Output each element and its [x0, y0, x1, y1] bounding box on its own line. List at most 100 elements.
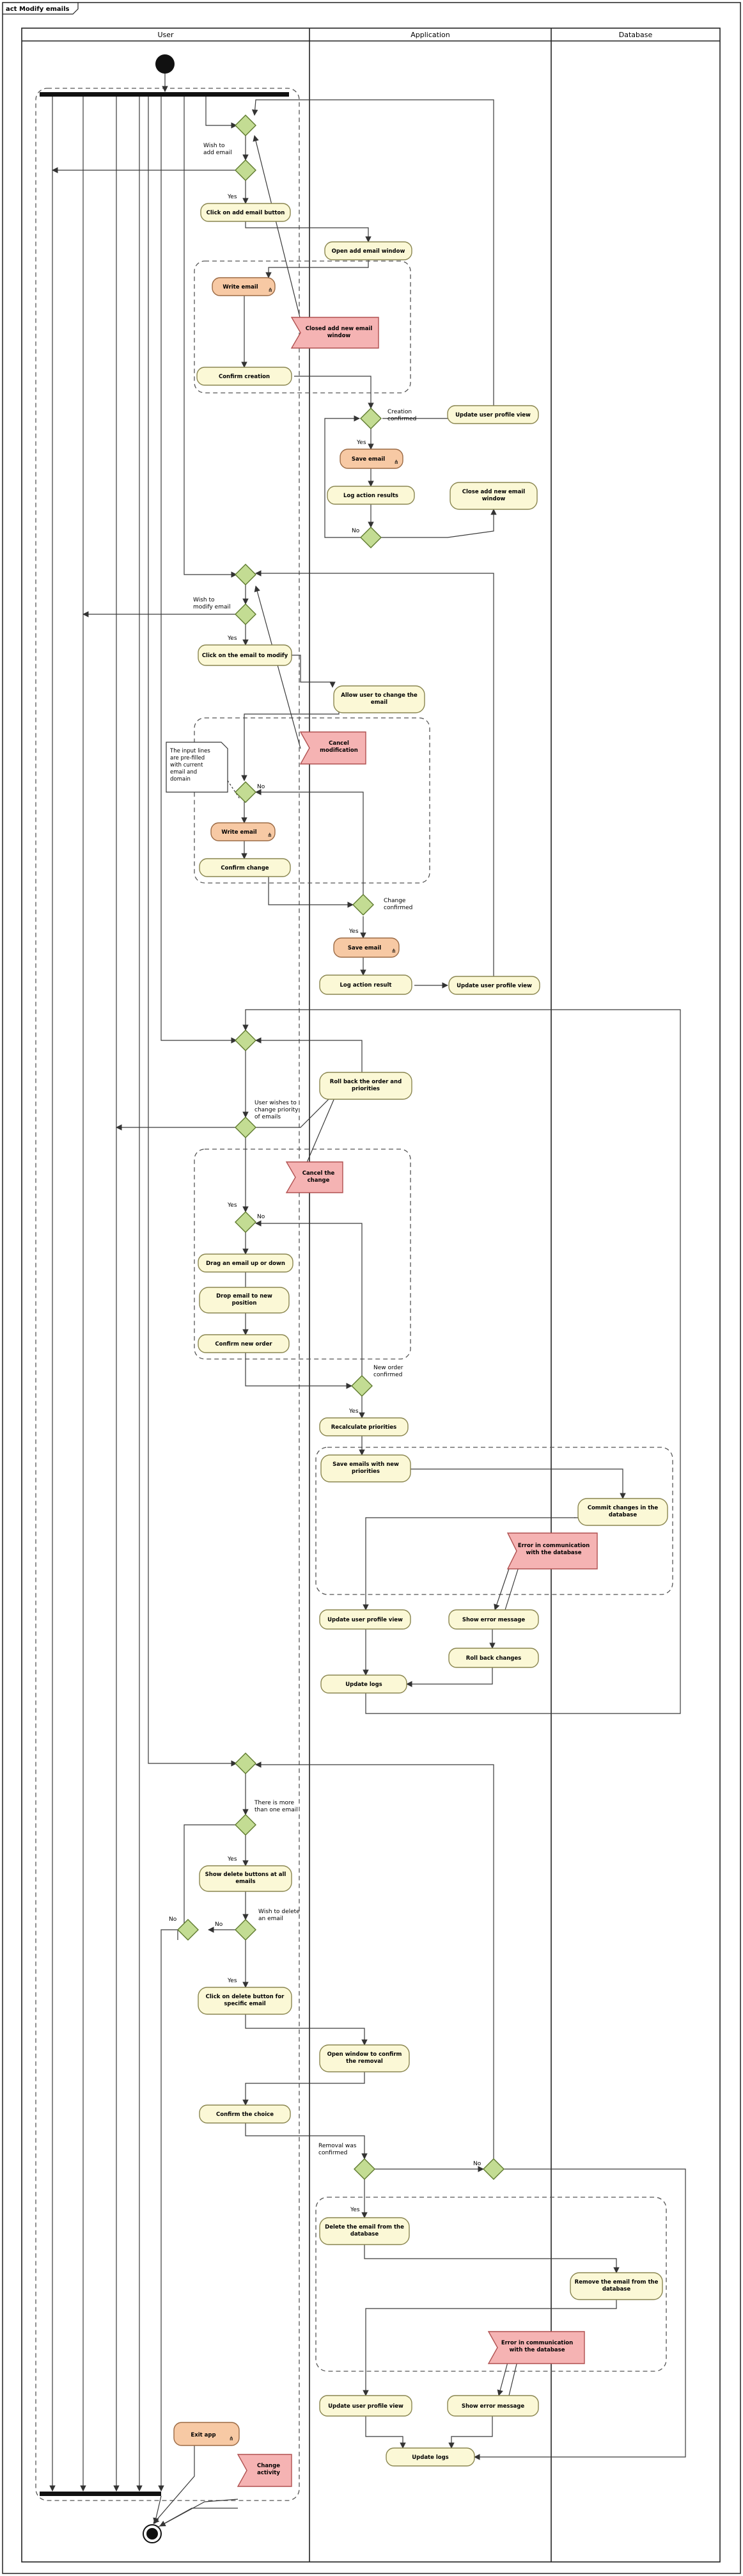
decision-wish-modify: [235, 603, 256, 625]
label-update-profile-delete: Update user profile view: [328, 2403, 403, 2410]
activity-show-error-order: [448, 1609, 539, 1630]
activity-click-delete: [198, 1987, 292, 2015]
guard-yes-removal: Yes: [350, 2207, 360, 2213]
merge-order: [235, 1030, 256, 1051]
activity-drop: [199, 1287, 290, 1314]
activity-update-profile-delete: [319, 2395, 412, 2417]
activity-recalculate: [319, 1417, 409, 1436]
decision-creation-confirmed: [360, 408, 382, 429]
rake-icon: ⋔: [267, 832, 272, 839]
label-line: of emails: [254, 1114, 281, 1120]
swimlanes: User Application Database: [21, 28, 721, 2563]
activity-update-logs-delete: [386, 2447, 475, 2467]
activity-roll-back-order: [319, 1072, 412, 1100]
guard-no-removal: No: [473, 2161, 481, 2167]
label-confirm-order: Confirm new order: [215, 1341, 272, 1348]
outer-group: [35, 88, 300, 2501]
label-roll-back-changes: Roll back changes: [466, 1655, 521, 1662]
activity-write-email-modify: [210, 822, 276, 841]
delete-group: [315, 2197, 667, 2372]
activity-save-email-add: [340, 449, 403, 469]
frame-tab: [3, 3, 79, 15]
label-line: emails: [235, 1879, 255, 1885]
lane-user: User: [157, 31, 174, 39]
label-drag: Drag an email up or down: [206, 1260, 285, 1267]
activity-delete-from-db: [319, 2217, 410, 2245]
activity-save-email-modify: [333, 937, 400, 958]
start-node: [155, 54, 175, 74]
label-show-error-delete: Show error message: [462, 2403, 525, 2410]
guard-no-order: No: [257, 1214, 265, 1220]
label-line: with the database: [526, 1550, 582, 1556]
activity-confirm-change: [199, 858, 291, 877]
activity-roll-back-changes: [448, 1648, 539, 1668]
label-confirm-choice: Confirm the choice: [216, 2111, 274, 2118]
activity-log-results: [327, 486, 415, 505]
activity-write-email-add: [212, 277, 276, 296]
label-log-result: Log action result: [340, 982, 392, 989]
label-line: change priority: [254, 1107, 299, 1113]
label-line: confirmed: [384, 905, 412, 911]
rake-icon: ⋔: [268, 287, 273, 294]
label-show-error-order: Show error message: [462, 1617, 526, 1623]
activity-save-priorities: [320, 1454, 411, 1483]
modify-email-group: [194, 717, 430, 884]
label-line: are pre-filled: [170, 755, 205, 761]
commit-group: [315, 1447, 673, 1595]
activity-confirm-order: [198, 1334, 290, 1353]
merge-no-delete: [177, 1919, 199, 1941]
label-log-results: Log action results: [343, 493, 398, 499]
activity-update-logs-order: [320, 1674, 407, 1694]
decision-order-confirmed: [351, 1375, 373, 1397]
label-line: database: [609, 1512, 637, 1518]
guard-yes-modify: Yes: [227, 635, 237, 642]
activity-confirm-choice: [199, 2104, 291, 2124]
join-bar-bottom: [40, 2492, 161, 2496]
merge-removal-no: [483, 2158, 504, 2180]
label-click-modify: Click on the email to modify: [202, 653, 288, 659]
rake-icon: ⋔: [391, 948, 396, 955]
label-exit-app: Exit app: [191, 2432, 215, 2438]
activity-update-profile-modify: [448, 976, 540, 995]
activity-close-window: [450, 482, 538, 510]
activity-open-window: [324, 241, 412, 260]
guard-yes-order: Yes: [227, 1202, 237, 1209]
guard-no-more: No: [169, 1916, 177, 1923]
label-line: window: [327, 333, 351, 339]
label-line: than one email: [254, 1807, 298, 1813]
activity-update-profile-add: [447, 405, 539, 424]
note-prefilled: [166, 742, 228, 793]
label-line: window: [482, 496, 506, 502]
signal-db-error-order: [506, 1532, 598, 1570]
activity-log-result: [319, 974, 412, 995]
label-line: an email: [258, 1916, 283, 1922]
end-node: [143, 2524, 162, 2543]
label-write-email-modify: Write email: [221, 829, 256, 836]
guard-no-modify: No: [257, 784, 265, 790]
guard-no-delete: No: [215, 1921, 223, 1928]
decision-change-priority: [235, 1117, 256, 1138]
merge-modify-input: [235, 781, 256, 803]
label-update-profile-modify: Update user profile view: [457, 983, 532, 989]
label-line: activity: [257, 2470, 280, 2476]
label-line: with the database: [510, 2347, 565, 2353]
decision-change-confirmed: [352, 894, 374, 916]
activity-confirm-creation: [196, 367, 292, 386]
